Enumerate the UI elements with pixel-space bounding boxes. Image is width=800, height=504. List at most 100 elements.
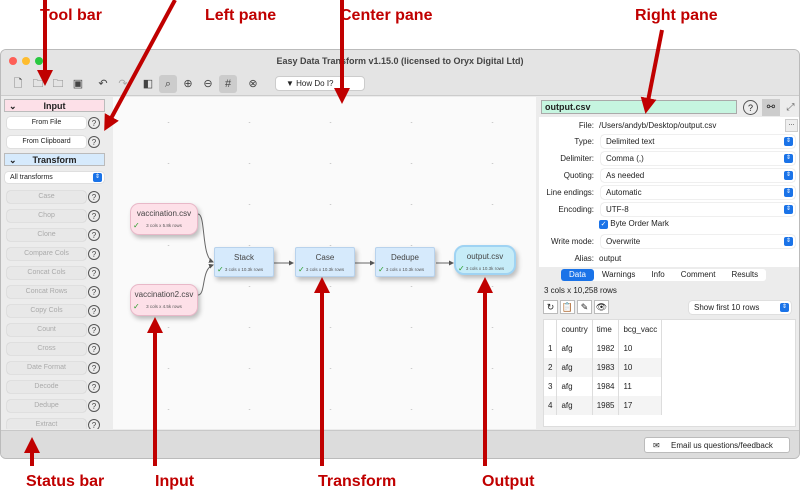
transform-button[interactable]: Extract xyxy=(7,419,86,429)
from-file-button[interactable]: From File xyxy=(7,117,86,129)
quoting-select[interactable]: As needed⇕ xyxy=(601,169,795,182)
type-select[interactable]: Delimited text⇕ xyxy=(601,135,795,148)
show-rows-select[interactable]: Show first 10 rows⇕ xyxy=(689,301,791,314)
help-icon[interactable]: ? xyxy=(88,136,100,148)
help-icon[interactable]: ? xyxy=(88,229,100,241)
help-icon[interactable]: ? xyxy=(88,267,100,279)
help-icon[interactable]: ? xyxy=(743,100,758,115)
help-icon[interactable]: ? xyxy=(88,305,100,317)
open-folder-icon[interactable]: 🗀 xyxy=(32,78,44,90)
node-info: 3 cols x 10.3k rows xyxy=(224,267,264,272)
view-icon[interactable]: 👁 xyxy=(594,300,609,314)
transform-button[interactable]: Case xyxy=(7,191,86,203)
redo-icon[interactable]: ↷ xyxy=(118,78,128,90)
help-icon[interactable]: ? xyxy=(88,248,100,260)
transform-button[interactable]: Concat Cols xyxy=(7,267,86,279)
input-section-header[interactable]: ⌄Input xyxy=(4,99,105,112)
transform-section-header[interactable]: ⌄Transform xyxy=(4,153,105,166)
edit-icon[interactable]: ✎ xyxy=(577,300,592,314)
minimize-window-button[interactable] xyxy=(22,57,30,65)
email-feedback-button[interactable]: ✉Email us questions/feedback xyxy=(644,437,790,453)
help-icon[interactable]: ? xyxy=(88,381,100,393)
tab-comment[interactable]: Comment xyxy=(680,270,716,279)
tab-warnings[interactable]: Warnings xyxy=(601,270,636,279)
help-icon[interactable]: ? xyxy=(88,419,100,429)
undo-icon[interactable]: ↶ xyxy=(98,78,108,90)
zoom-in-icon[interactable]: ⊕ xyxy=(183,78,193,90)
help-icon[interactable]: ? xyxy=(88,362,100,374)
help-icon[interactable]: ? xyxy=(88,286,100,298)
tab-info[interactable]: Info xyxy=(651,270,665,279)
new-file-icon[interactable]: 🗋 xyxy=(13,78,23,90)
encoding-select[interactable]: UTF-8⇕ xyxy=(601,203,795,216)
help-icon[interactable]: ? xyxy=(88,343,100,355)
row-count-summary: 3 cols x 10,258 rows xyxy=(544,286,617,295)
item-name-field[interactable]: output.csv xyxy=(541,100,737,114)
refresh-icon[interactable]: ↻ xyxy=(543,300,558,314)
write-mode-select[interactable]: Overwrite⇕ xyxy=(601,235,795,248)
transform-button[interactable]: Copy Cols xyxy=(7,305,86,317)
transform-button[interactable]: Date Format xyxy=(7,362,86,374)
help-icon[interactable]: ? xyxy=(88,117,100,129)
transform-button[interactable]: Dedupe xyxy=(7,400,86,412)
help-icon[interactable]: ? xyxy=(88,191,100,203)
transform-button[interactable]: Chop xyxy=(7,210,86,222)
column-header[interactable]: time xyxy=(592,320,620,339)
line-endings-select[interactable]: Automatic⇕ xyxy=(601,186,795,199)
row-number: 4 xyxy=(544,396,558,415)
grid-icon[interactable]: # xyxy=(219,75,237,93)
byte-order-mark-checkbox[interactable]: ✓ Byte Order Mark xyxy=(599,219,669,229)
open-recent-icon[interactable]: 🗀 xyxy=(52,78,64,90)
check-icon: ✓ xyxy=(458,264,465,273)
help-icon[interactable]: ? xyxy=(88,324,100,336)
clear-icon[interactable]: ⊗ xyxy=(248,78,258,90)
from-clipboard-button[interactable]: From Clipboard xyxy=(7,136,86,148)
transform-button[interactable]: Cross xyxy=(7,343,86,355)
alias-field[interactable]: output xyxy=(599,252,795,265)
window-title: Easy Data Transform v1.15.0 (licensed to… xyxy=(276,56,524,66)
save-icon[interactable]: ▣ xyxy=(72,78,84,90)
how-do-i-dropdown[interactable]: ▼ How Do I? xyxy=(275,76,365,91)
fit-icon[interactable]: ◧ xyxy=(142,78,154,90)
link-icon[interactable]: ⚯ xyxy=(762,99,780,116)
zoom-window-button[interactable] xyxy=(35,57,43,65)
delimiter-select[interactable]: Comma (,)⇕ xyxy=(601,152,795,165)
zoom-out-icon[interactable]: ⊖ xyxy=(203,78,213,90)
transform-button[interactable]: Concat Rows xyxy=(7,286,86,298)
browse-button[interactable]: ... xyxy=(785,119,798,132)
clipboard-icon[interactable]: 📋 xyxy=(560,300,575,314)
transform-filter-select[interactable]: All transforms⇕ xyxy=(5,172,104,183)
transform-button[interactable]: Decode xyxy=(7,381,86,393)
tab-data[interactable]: Data xyxy=(561,269,594,281)
help-icon[interactable]: ? xyxy=(88,400,100,412)
table-cell: 10 xyxy=(618,358,663,377)
search-icon[interactable]: ⌕ xyxy=(159,75,177,93)
transform-button[interactable]: Count xyxy=(7,324,86,336)
annotation-status-bar: Status bar xyxy=(26,473,105,490)
file-path-field[interactable]: /Users/andyb/Desktop/output.csv xyxy=(599,121,717,130)
help-icon[interactable]: ? xyxy=(88,210,100,222)
column-header[interactable]: bcg_vacc xyxy=(618,320,663,339)
write-mode-value: Overwrite xyxy=(606,237,641,246)
transform-button[interactable]: Clone xyxy=(7,229,86,241)
app-window: Easy Data Transform v1.15.0 (licensed to… xyxy=(0,49,800,459)
close-window-button[interactable] xyxy=(9,57,17,65)
tab-results[interactable]: Results xyxy=(731,270,759,279)
maximize-icon[interactable]: ⤢ xyxy=(786,102,795,113)
row-number: 1 xyxy=(544,339,558,358)
column-header[interactable]: country xyxy=(556,320,593,339)
transform-button[interactable]: Compare Cols xyxy=(7,248,86,260)
